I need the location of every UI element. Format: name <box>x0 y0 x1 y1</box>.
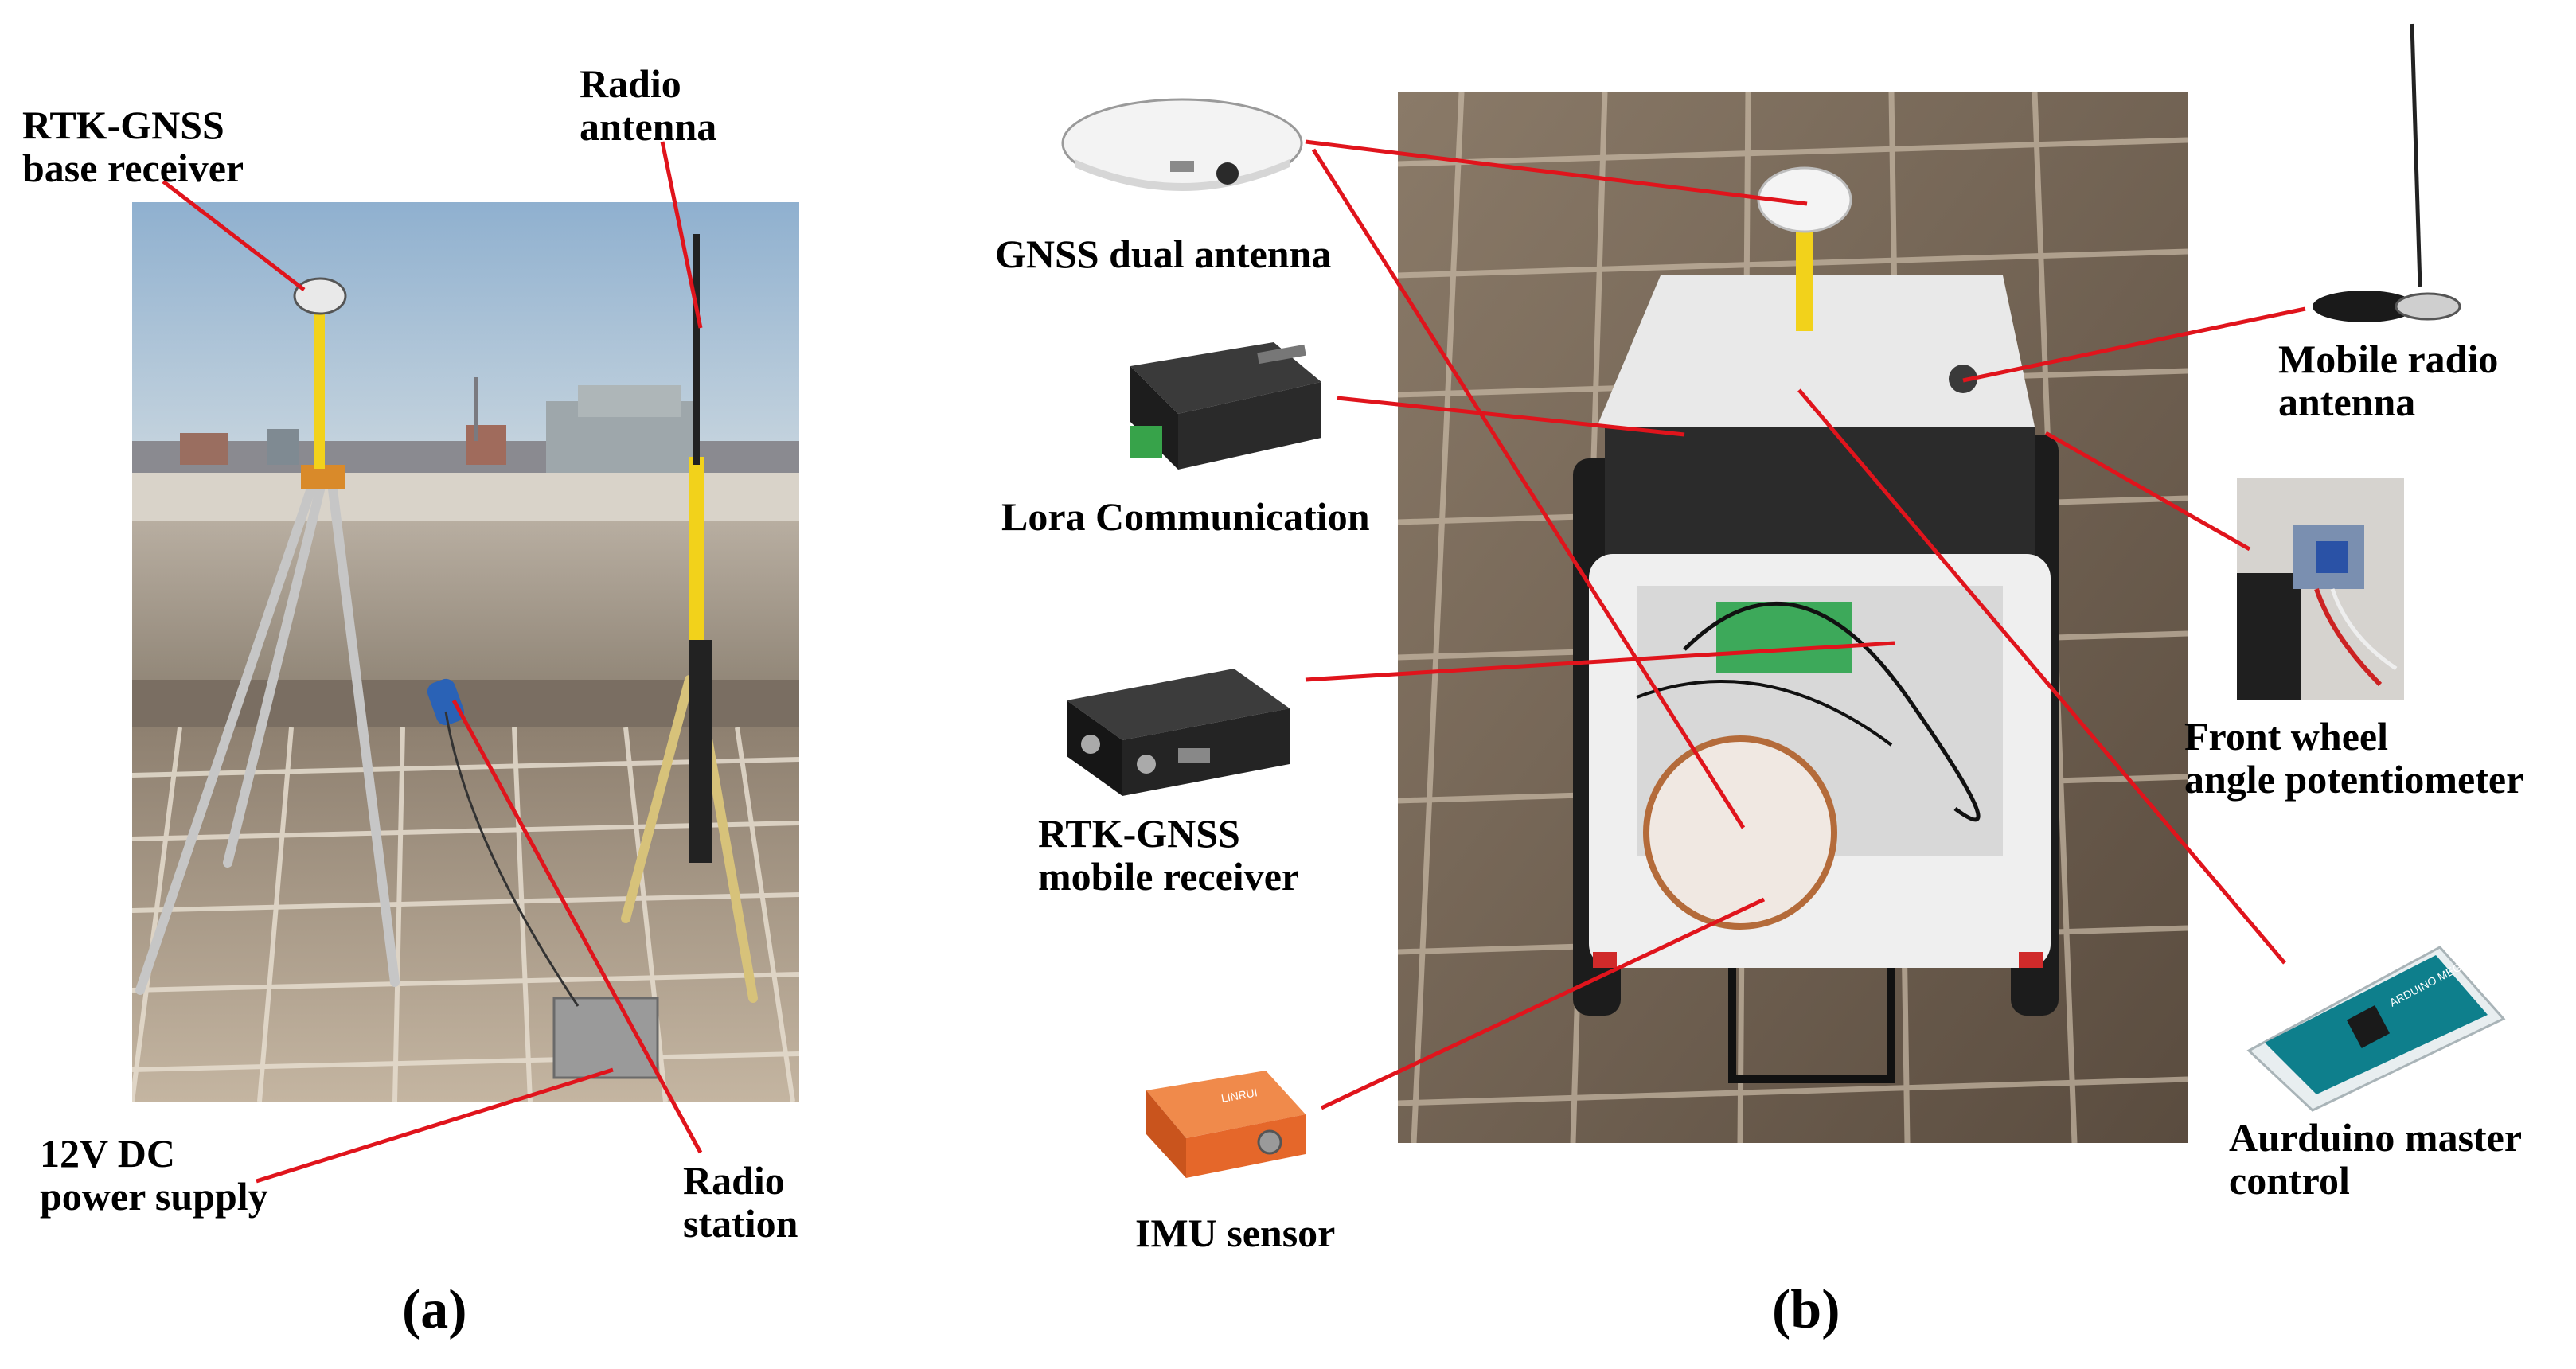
photo-base-station <box>132 202 799 1102</box>
label-imu-sensor: IMU sensor <box>1135 1211 1336 1255</box>
caption-panel-a: (a) <box>402 1279 467 1340</box>
leader-mobile-radio <box>1962 306 2306 383</box>
mobile-radio-antenna-image <box>2313 23 2461 322</box>
imu-sensor-image: LINRUI <box>1146 1071 1306 1178</box>
label-mobile-radio-antenna: Mobile radio antenna <box>2278 337 2499 424</box>
label-radio-antenna: Radio antenna <box>580 61 717 149</box>
gnss-dual-antenna-image <box>1061 98 1303 191</box>
label-gnss-dual-antenna: GNSS dual antenna <box>995 232 1332 276</box>
leader-potentiometer <box>2044 431 2251 552</box>
leader-imu <box>1320 897 1766 1110</box>
leader-lora <box>1337 396 1685 437</box>
label-arduino-master-control: Aurduino master control <box>2229 1115 2523 1203</box>
rtk-mobile-receiver-image <box>1067 669 1290 796</box>
lora-device-image <box>1130 342 1321 470</box>
label-front-wheel-potentiometer: Front wheel angle potentiometer <box>2184 714 2524 802</box>
leader-base-receiver <box>162 180 306 291</box>
imu-brand-text: LINRUI <box>1220 1086 1259 1105</box>
leader-gnss-antenna-top <box>1305 139 1808 206</box>
caption-panel-b: (b) <box>1772 1279 1840 1340</box>
leader-arduino <box>1797 388 2286 965</box>
leader-power-supply <box>256 1067 614 1184</box>
robot-vehicle-scene <box>1398 92 2188 1143</box>
label-power-supply: 12V DC power supply <box>40 1131 268 1219</box>
label-base-receiver: RTK-GNSS base receiver <box>22 103 244 190</box>
leader-radio-antenna <box>660 141 703 329</box>
leader-radio-station <box>451 699 703 1154</box>
label-radio-station: Radio station <box>683 1158 798 1246</box>
label-rtk-mobile-receiver: RTK-GNSS mobile receiver <box>1038 811 1300 899</box>
arduino-image: ARDUINO MEGA <box>2246 946 2506 1112</box>
label-lora-communication: Lora Communication <box>1001 494 1370 539</box>
base-station-scene <box>132 202 799 1102</box>
photo-robot-vehicle <box>1398 92 2188 1143</box>
leader-gnss-antenna-front <box>1311 148 1746 829</box>
leader-mobile-receiver <box>1305 641 1895 682</box>
potentiometer-image <box>2237 478 2404 700</box>
